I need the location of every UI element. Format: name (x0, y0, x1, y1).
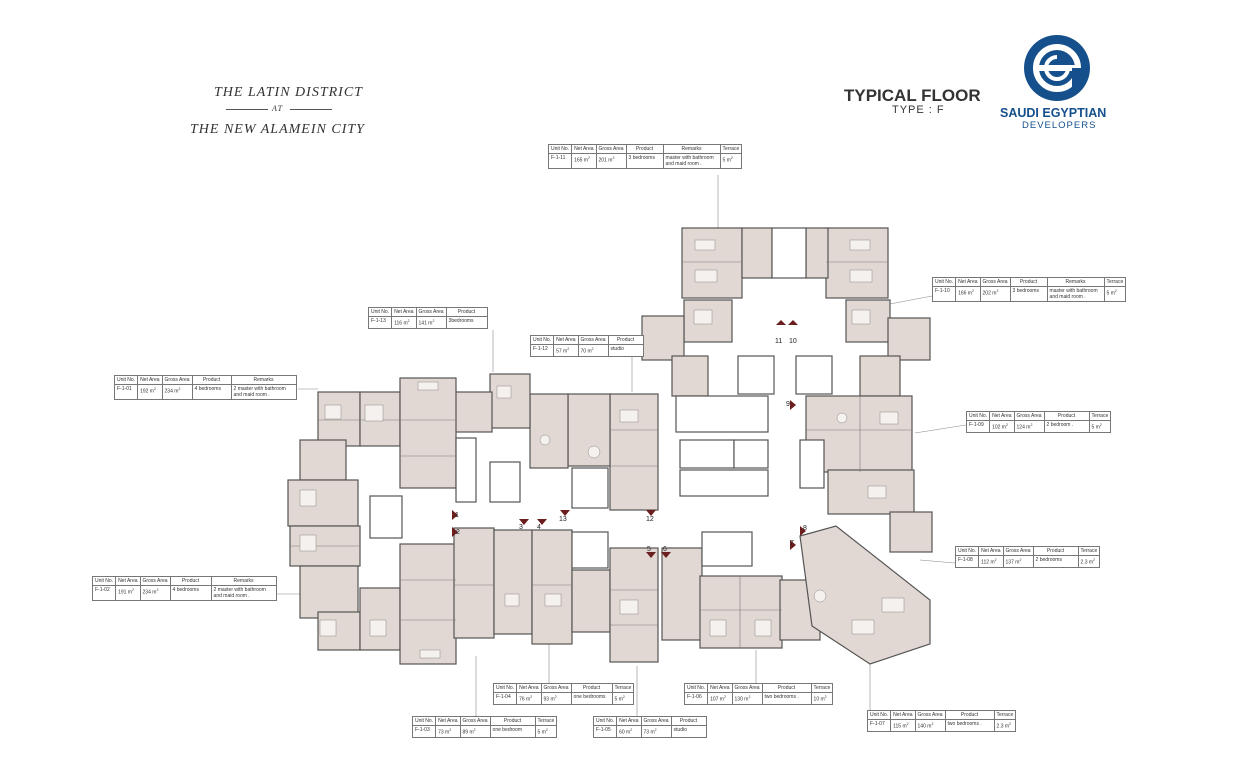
entry-markers (452, 320, 806, 558)
entry-label-6: 6 (663, 546, 667, 553)
entry-label-13: 13 (559, 516, 567, 523)
entry-label-8: 8 (803, 525, 807, 532)
entry-label-1: 1 (455, 512, 459, 519)
project-name-line1: THE LATIN DISTRICT (214, 85, 363, 100)
unit-fill (287, 227, 933, 665)
entry-label-7: 7 (790, 540, 794, 547)
divider-left (226, 109, 268, 110)
core-area (369, 227, 833, 569)
project-at: AT (272, 104, 284, 113)
entry-label-9: 9 (786, 401, 790, 408)
brand-logo-icon (1024, 35, 1090, 101)
entry-label-10: 10 (789, 338, 797, 345)
project-name-line2: THE NEW ALAMEIN CITY (190, 122, 365, 137)
floor-type: TYPE : F (892, 104, 945, 116)
brand-name: SAUDI EGYPTIAN (1000, 106, 1107, 120)
entry-label-2: 2 (456, 529, 460, 536)
entry-label-3: 3 (519, 524, 523, 531)
floor-title: TYPICAL FLOOR (844, 86, 981, 105)
leader-lines (276, 175, 967, 718)
entry-labels: 1 2 3 4 5 6 7 8 9 10 11 12 13 (455, 338, 807, 553)
brand-subtitle: DEVELOPERS (1022, 120, 1097, 131)
entry-label-11: 11 (775, 338, 782, 345)
entry-label-5: 5 (647, 546, 651, 553)
entry-label-12: 12 (646, 516, 654, 523)
furniture (299, 239, 905, 659)
entry-label-4: 4 (537, 524, 541, 531)
divider-right (290, 109, 332, 110)
